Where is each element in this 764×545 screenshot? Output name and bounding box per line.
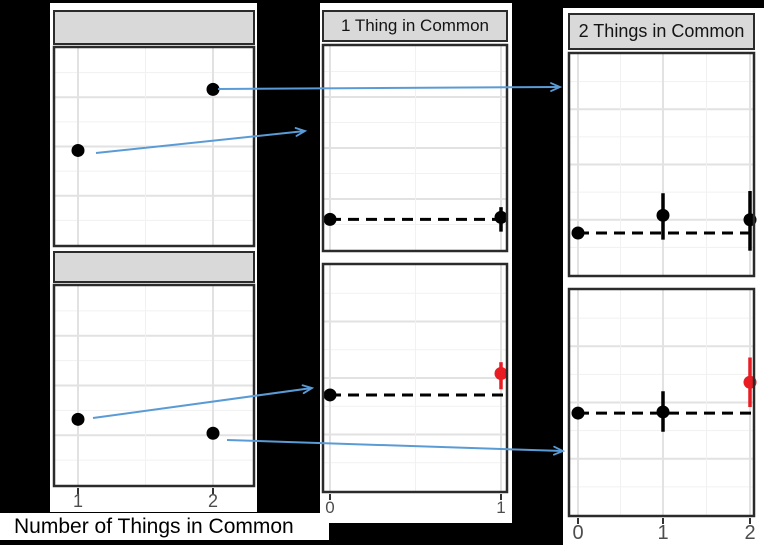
x-tick-label: 0 <box>572 522 584 544</box>
x-tick-label: 1 <box>496 498 506 517</box>
connector-arrow <box>95 127 308 154</box>
x-tick-label: 2 <box>207 491 219 511</box>
facet-strip-left-top <box>53 10 255 45</box>
facet-strip-one-thing: 1 Thing in Common <box>322 10 508 42</box>
panel-border <box>52 45 256 248</box>
data-point <box>656 405 670 419</box>
panel-middle-bottom <box>321 262 509 494</box>
x-tick-label: 0 <box>325 498 335 517</box>
connector-arrow <box>226 439 566 456</box>
x-tick-label: 2 <box>744 522 756 544</box>
data-point <box>71 143 85 157</box>
panel-left-bottom <box>52 283 256 488</box>
panel-border <box>52 283 256 488</box>
panel-border <box>321 43 509 253</box>
data-point <box>494 366 508 380</box>
facet-strip-label: 2 Things in Common <box>578 21 745 41</box>
x-axis-title-box: Number of Things in Common <box>0 513 329 540</box>
connector-arrow <box>217 82 563 92</box>
facet-strip-label: 1 Thing in Common <box>340 16 490 35</box>
panel-middle-top <box>321 43 509 253</box>
data-point <box>323 388 337 402</box>
data-point <box>571 226 585 240</box>
data-point <box>571 406 585 420</box>
panel-border <box>567 51 756 278</box>
connector-arrow <box>92 384 315 419</box>
facet-strip-left-bottom <box>53 251 255 283</box>
data-point <box>656 208 670 222</box>
panel-border <box>321 262 509 494</box>
data-point <box>323 212 337 226</box>
panel-border <box>567 287 756 518</box>
x-tick-label: 1 <box>72 491 84 511</box>
data-point <box>206 82 220 96</box>
data-point <box>71 412 85 426</box>
data-point <box>206 426 220 440</box>
panel-right-bottom <box>567 287 757 518</box>
x-axis-title: Number of Things in Common <box>14 514 294 538</box>
facet-strip-two-things: 2 Things in Common <box>568 13 755 50</box>
panel-right-top <box>567 51 757 278</box>
data-point <box>494 210 508 224</box>
x-tick-label: 1 <box>657 522 669 544</box>
